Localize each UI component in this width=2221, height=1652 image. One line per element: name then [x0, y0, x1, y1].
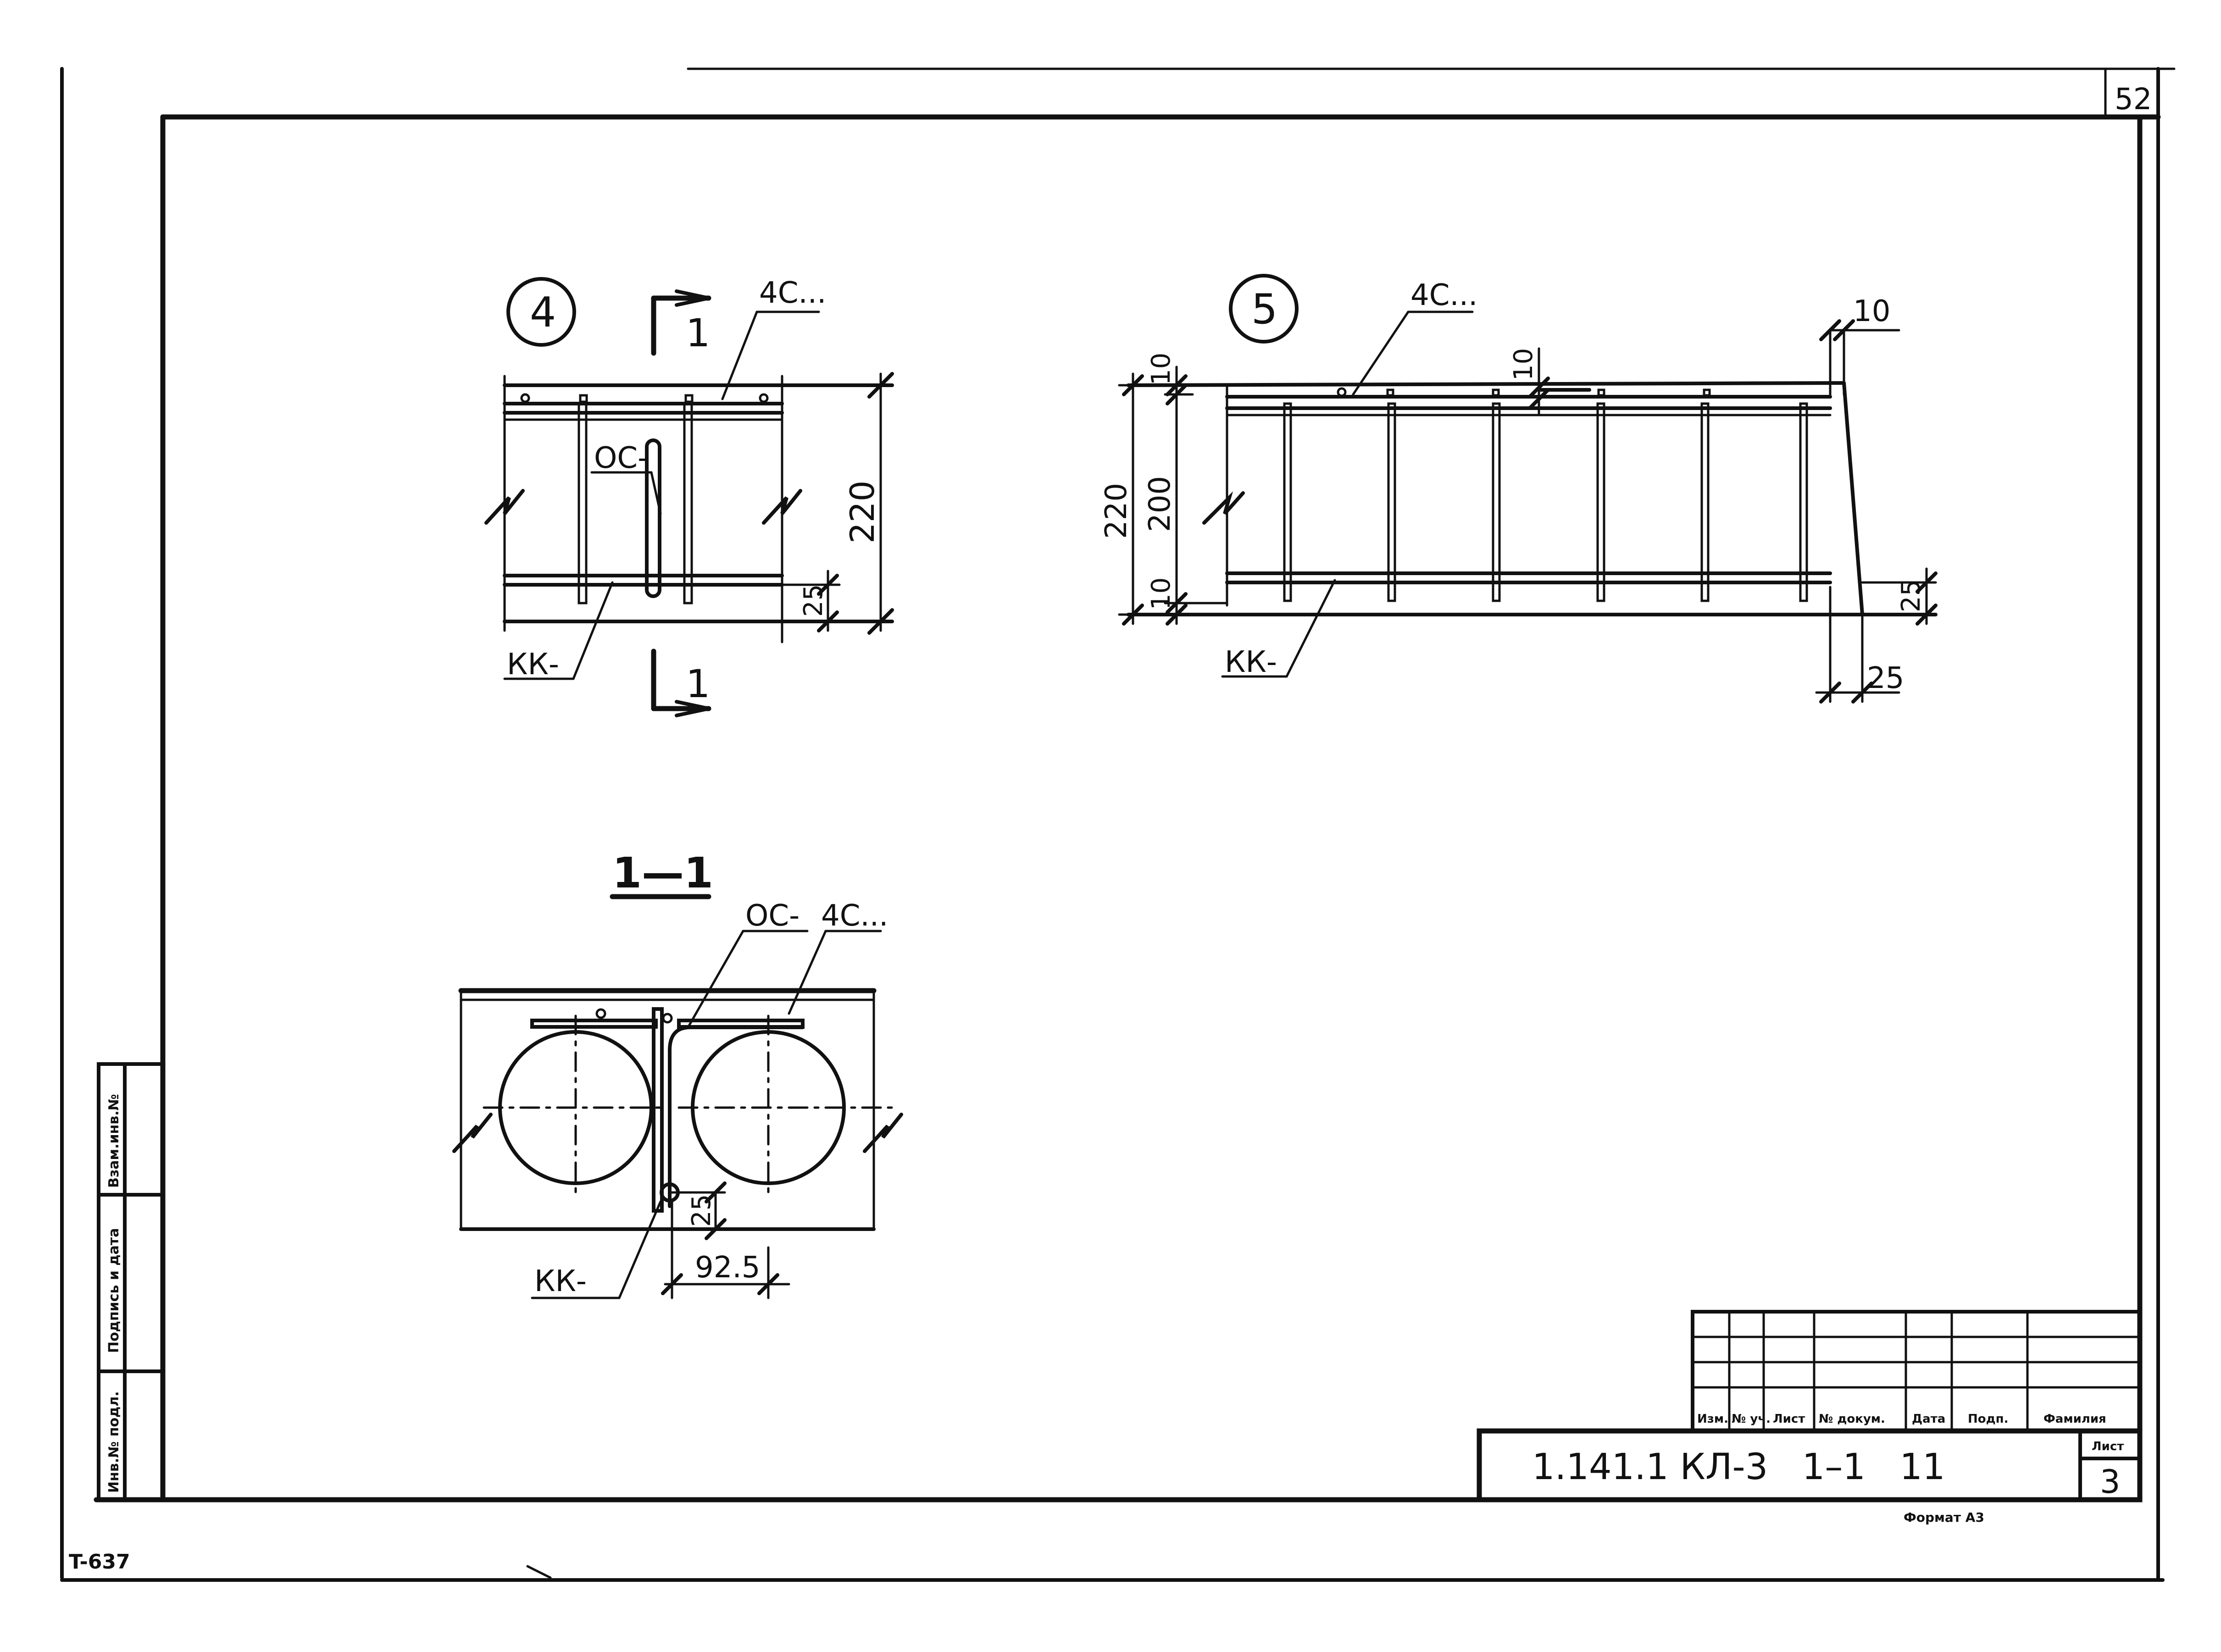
- header-familiya: Фамилия: [2043, 1412, 2106, 1426]
- node4-section-top: 1: [686, 310, 710, 355]
- node4-dim-cover: 25: [799, 584, 828, 617]
- node5-mesh-label: 4С...: [1410, 278, 1477, 312]
- stamp-vzam-inv: Взам.инв.№: [106, 1094, 122, 1188]
- header-dokum: № докум.: [1819, 1412, 1885, 1426]
- section11-mesh-label: 4С...: [821, 899, 888, 933]
- node5-marker: 5: [1251, 285, 1277, 333]
- header-podp: Подп.: [1968, 1412, 2008, 1426]
- format-note: Формат А3: [1904, 1510, 1984, 1525]
- section11-title: 1—1: [612, 848, 713, 898]
- section11-dim-cover: 25: [687, 1194, 716, 1227]
- node5-dim-right-top: 10: [1853, 294, 1890, 328]
- section11-dim-offset: 92.5: [695, 1251, 761, 1285]
- node4-marker: 4: [530, 288, 556, 337]
- corner-code: T-637: [69, 1550, 130, 1574]
- stamp-inv-podl: Инв.№ подл.: [106, 1391, 122, 1493]
- node4-mesh-label: 4С...: [759, 276, 826, 310]
- node-5: [1118, 274, 1938, 704]
- node4-frame-label: КК-: [507, 648, 559, 682]
- section11-rod-label: ОС-: [745, 899, 800, 933]
- page-number: 52: [2115, 83, 2152, 116]
- node5-dim-total: 220: [1099, 483, 1133, 539]
- header-nuch: № уч.: [1732, 1412, 1771, 1426]
- node5-dim-top: 10: [1146, 353, 1176, 385]
- stamp-podpis-data: Подпись и дата: [106, 1228, 122, 1353]
- drawing-code: 1.141.1 КЛ-3 1–1 11: [1532, 1447, 1945, 1488]
- node-4: [484, 277, 894, 717]
- node5-dim-top-inner: 10: [1509, 348, 1538, 381]
- header-izm: Изм.: [1697, 1412, 1728, 1426]
- node4-rod-label: ОС-: [594, 441, 648, 475]
- node5-dim-bottom-right: 25: [1867, 661, 1904, 695]
- node5-dim-bottom: 10: [1146, 577, 1176, 610]
- node4-dim-height: 220: [843, 481, 882, 543]
- node4-section-bottom: 1: [686, 661, 710, 706]
- node5-dim-mid: 200: [1143, 476, 1177, 532]
- node5-frame-label: КК-: [1225, 645, 1277, 679]
- sheet-value: 3: [2100, 1463, 2121, 1501]
- section-1-1: [452, 894, 903, 1299]
- node5-dim-right-cover: 25: [1896, 580, 1926, 612]
- title-block: [1477, 1310, 2143, 1502]
- side-stamp: [97, 1062, 165, 1502]
- header-list: Лист: [1773, 1412, 1805, 1426]
- header-data: Дата: [1912, 1412, 1945, 1426]
- sheet-label: Лист: [2092, 1440, 2124, 1453]
- section11-frame-label: КК-: [534, 1264, 587, 1298]
- sheet-frame: [60, 67, 2176, 1582]
